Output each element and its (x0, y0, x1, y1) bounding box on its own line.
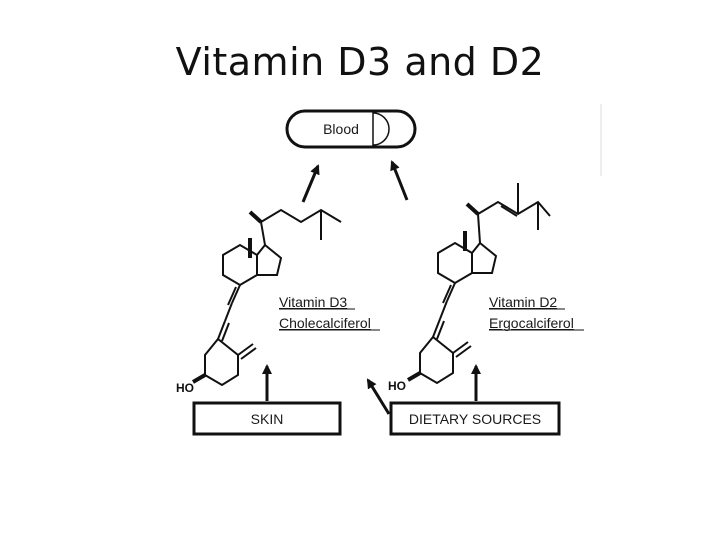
d2-common-name: Ergocalciferol (489, 315, 574, 331)
panel-edge (600, 104, 602, 176)
d3-structure (191, 208, 342, 387)
dietary-sources-node: DIETARY SOURCES (389, 401, 561, 436)
d2-structure (406, 183, 551, 385)
blood-label: Blood (323, 121, 359, 137)
arrow-dietary-to-d3 (366, 378, 391, 415)
arrow-d3-to-blood (301, 164, 320, 203)
blood-node: Blood (285, 109, 417, 149)
d3-hydroxyl-label: HO (176, 381, 194, 395)
slide-title: Vitamin D3 and D2 (175, 40, 545, 84)
diagram-panel (150, 102, 605, 447)
d3-name: Vitamin D3 (279, 294, 347, 310)
d2-hydroxyl-label: HO (388, 379, 406, 393)
d3-common-name: Cholecalciferol (279, 315, 371, 331)
d2-name: Vitamin D2 (489, 294, 557, 310)
skin-label: SKIN (251, 411, 284, 427)
skin-node: SKIN (192, 401, 342, 436)
arrow-d2-to-blood (390, 160, 409, 201)
dietary-sources-label: DIETARY SOURCES (409, 411, 541, 427)
